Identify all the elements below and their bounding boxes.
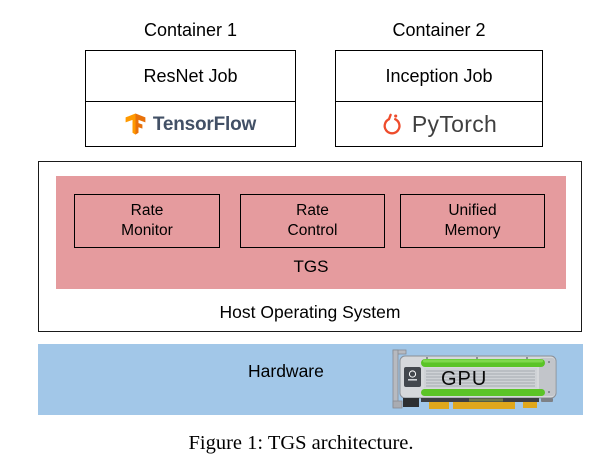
tensorflow-wordmark: TensorFlow [152,113,257,135]
container-2-label: Container 2 [392,20,486,40]
pytorch-icon [383,113,401,134]
container-1-box: ResNet Job TensorFlow [85,50,296,147]
container-1-label: Container 1 [143,20,238,40]
module-rate-control: Rate Control [240,194,385,248]
tgs-label: TGS [293,257,329,276]
gpu-card-image [392,349,557,409]
module-unified-memory-line2: Memory [444,222,501,239]
module-rate-control-line2: Control [287,222,338,239]
pytorch-wordmark: PyTorch [411,111,498,137]
inception-job-cell: Inception Job [336,51,542,102]
host-os-label: Host Operating System [219,302,401,322]
hardware-label: Hardware [248,361,324,381]
module-rate-monitor-line2: Monitor [121,222,173,239]
figure-caption: Figure 1: TGS architecture. [188,432,414,454]
container-2-box: Inception Job PyTorch [335,50,543,147]
gpu-label: GPU [441,368,488,390]
module-rate-control-line1: Rate [296,201,329,219]
module-rate-monitor: Rate Monitor [74,194,220,248]
tensorflow-icon [125,113,146,135]
pytorch-cell: PyTorch [336,102,542,147]
module-unified-memory: Unified Memory [400,194,545,248]
resnet-job-cell: ResNet Job [86,51,295,102]
module-unified-memory-line1: Unified [448,201,497,219]
tensorflow-cell: TensorFlow [86,102,295,147]
module-rate-monitor-line1: Rate [130,201,164,219]
